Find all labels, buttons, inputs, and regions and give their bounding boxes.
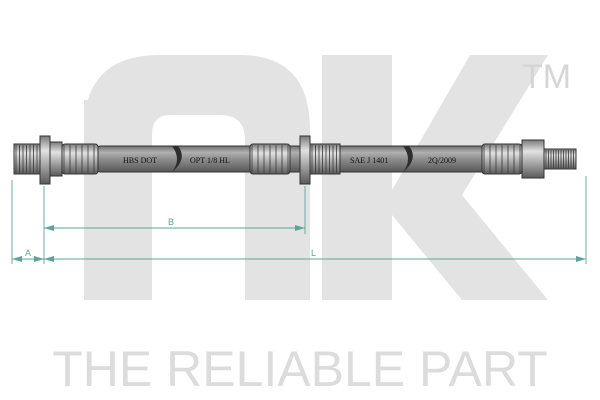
hose-label-2: OPT 1/8 HL (190, 156, 230, 165)
brand-tagline: THE RELIABLE PART (52, 341, 548, 397)
brake-hose: HBS DOT OPT 1/8 HL SAE J 1401 2Q/2009 (13, 135, 577, 185)
dimension-lines (11, 176, 587, 264)
dimension-l-arrow-right (576, 256, 586, 262)
left-end-nut (13, 143, 43, 175)
left-collar (49, 141, 63, 177)
dimension-l-label: L (311, 248, 316, 258)
hose-label-3: SAE J 1401 (350, 156, 388, 165)
left-crimp (61, 143, 99, 175)
logo-k-stem (322, 55, 392, 300)
dimension-b-arrow-left (44, 225, 54, 231)
right-thread (543, 148, 577, 170)
logo-n-arch (84, 55, 310, 300)
dimension-a-label: A (25, 248, 31, 258)
dimension-a-arrow-right (34, 256, 44, 262)
dimension-l-arrow-left (44, 256, 54, 262)
dimension-a-arrow-left (12, 256, 22, 262)
hose-label-1: HBS DOT (123, 156, 157, 165)
hose-twist-1 (172, 146, 182, 172)
left-flange (39, 135, 51, 185)
mid-flange (299, 135, 311, 185)
fitting-ridges (15, 145, 574, 173)
nk-logo-watermark (84, 55, 548, 300)
hose-twist-2 (403, 146, 413, 172)
trademark-symbol: TM (522, 58, 571, 96)
hose-label-4: 2Q/2009 (428, 156, 456, 165)
right-fitting (481, 139, 577, 179)
right-hex-nut (521, 139, 545, 179)
mid-nut (309, 143, 341, 175)
dimension-b-label: B (168, 217, 174, 227)
dimension-b-arrow-right (295, 225, 305, 231)
logo-k-arms (392, 55, 548, 300)
